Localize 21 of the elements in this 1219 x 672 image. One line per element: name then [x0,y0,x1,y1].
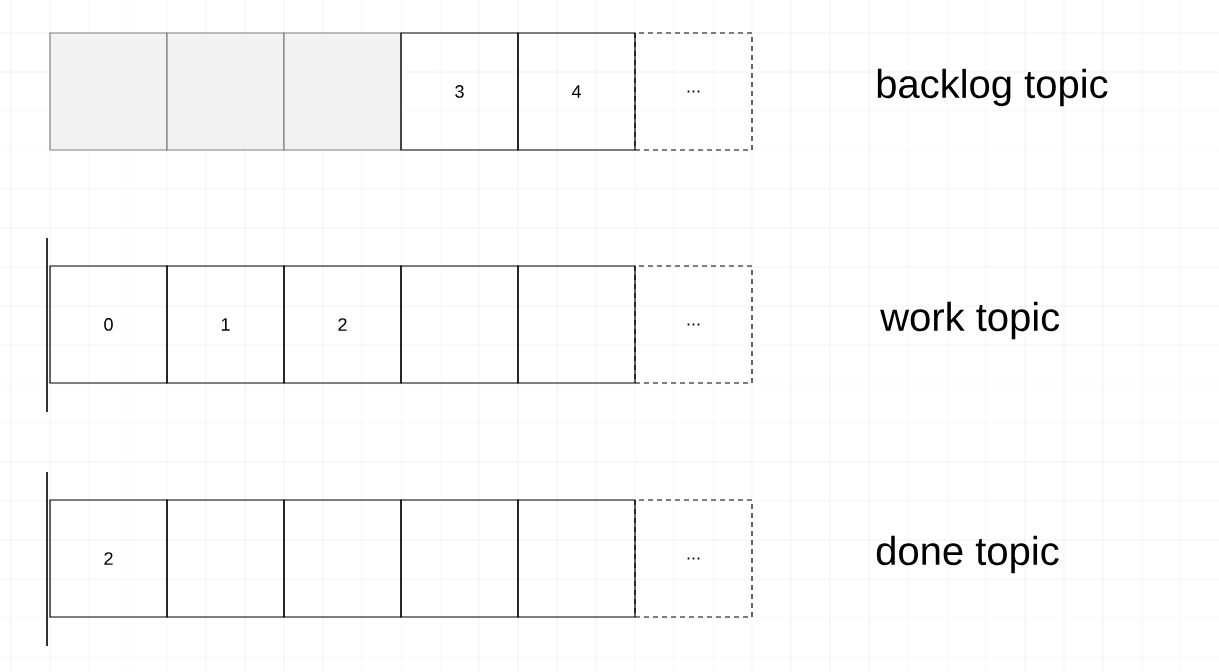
consumed-cell [49,32,168,151]
queue-slot: ... [634,265,753,384]
queue-cell: 1 [166,265,285,384]
topic-label: backlog topic [877,68,1108,107]
topic-label: work topic [880,301,1060,340]
queue-slot: ... [634,32,753,151]
queue-cell: 2 [283,265,402,384]
queue-cell [283,499,402,618]
queue-cell [517,265,636,384]
queue-cell [517,499,636,618]
queue-cell [400,499,519,618]
queue-cell: 4 [517,32,636,151]
queue-cell: 0 [49,265,168,384]
queue-cell: 3 [400,32,519,151]
queue-slot: ... [634,499,753,618]
queue-cell [400,265,519,384]
consumed-cell [166,32,285,151]
topic-label: done topic [876,535,1059,574]
consumed-cell [283,32,402,151]
queue-cell [166,499,285,618]
queue-cell: 2 [49,499,168,618]
